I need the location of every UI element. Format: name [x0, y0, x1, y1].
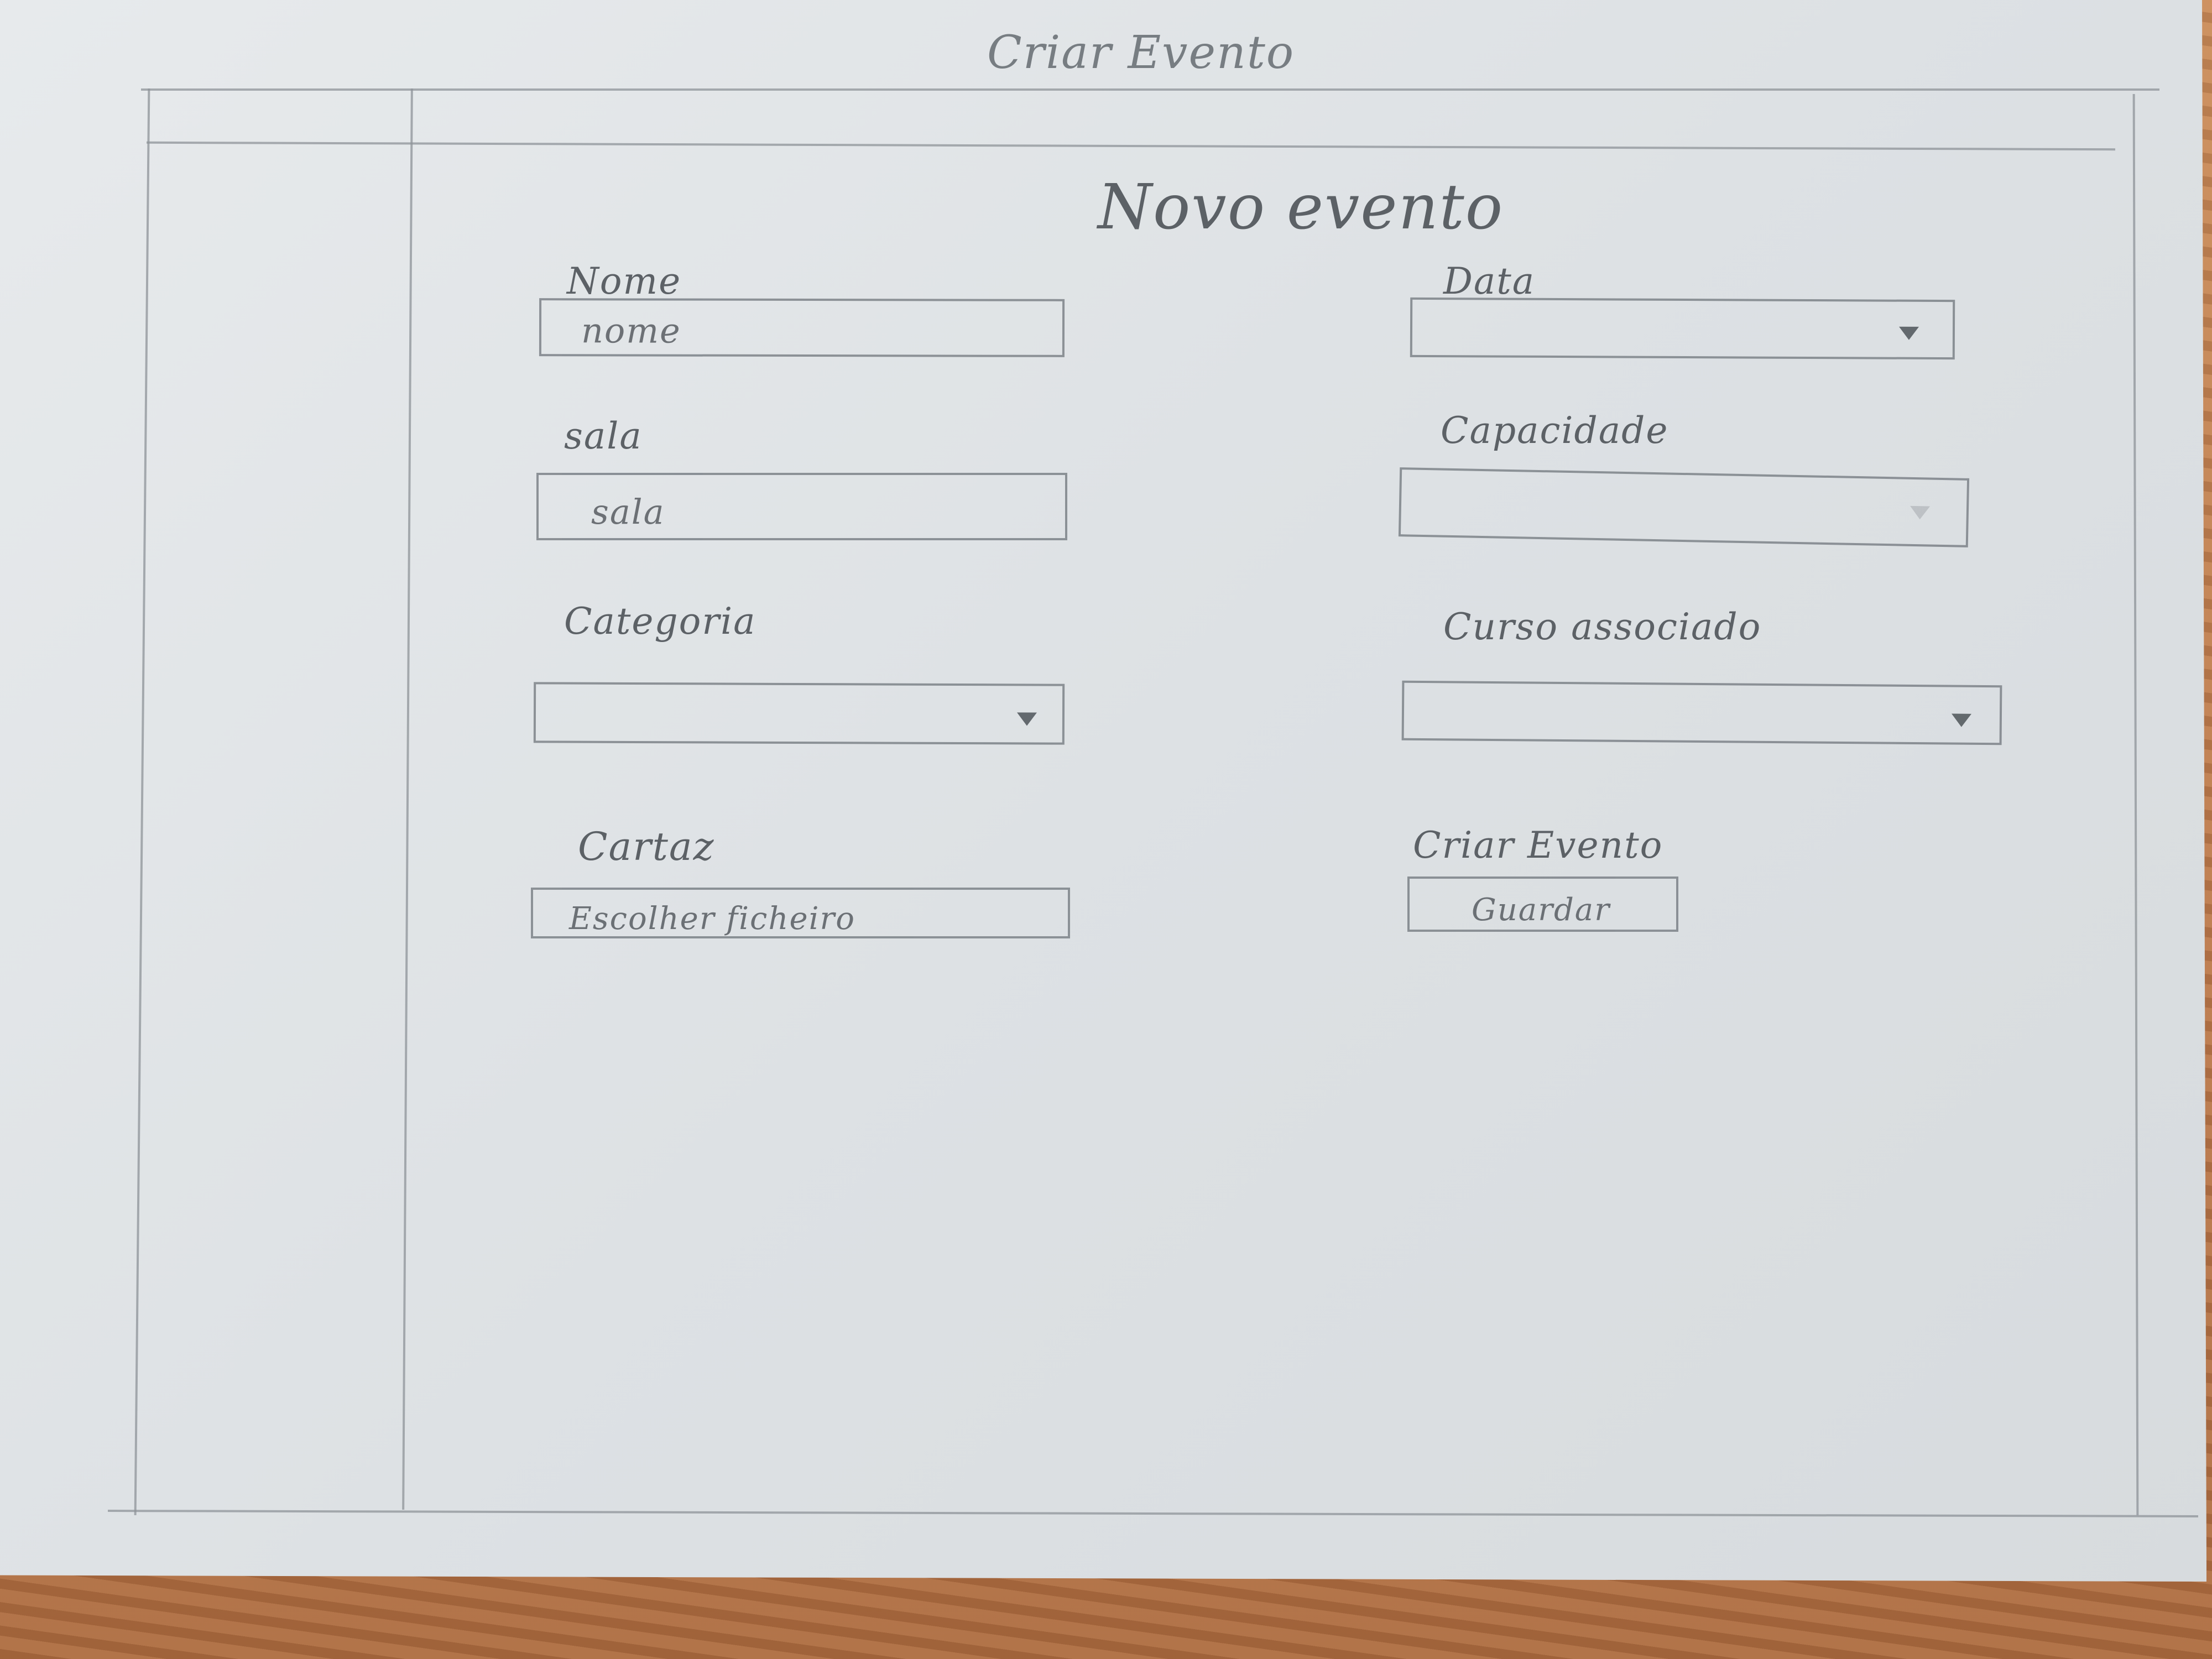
category-select[interactable]	[533, 682, 1065, 745]
course-label: Curso associado	[1443, 606, 1762, 648]
create-event-label: Criar Evento	[1413, 824, 1663, 867]
room-field-value: sala	[591, 492, 665, 532]
name-field-value: nome	[581, 310, 681, 351]
window-title: Criar Evento	[987, 27, 1295, 79]
chevron-down-icon	[1951, 713, 1972, 727]
chevron-down-icon	[1898, 326, 1919, 340]
save-button[interactable]: Guardar	[1407, 877, 1678, 932]
capacity-field[interactable]	[1398, 467, 1970, 547]
capacity-stepper-icon	[1910, 505, 1931, 520]
capacity-label: Capacidade	[1441, 409, 1669, 452]
date-select[interactable]	[1410, 297, 1955, 360]
window-top-border	[141, 88, 2159, 91]
course-select[interactable]	[1401, 680, 2002, 745]
page-title: Novo evento	[1098, 171, 1504, 243]
choose-file-button-label: Escolher ficheiro	[569, 901, 855, 937]
category-label: Categoria	[564, 600, 757, 643]
choose-file-button[interactable]: Escolher ficheiro	[531, 888, 1070, 938]
poster-label: Cartaz	[578, 824, 715, 869]
chevron-down-icon	[1016, 712, 1037, 726]
name-field[interactable]: nome	[539, 298, 1065, 357]
name-label: Nome	[567, 260, 682, 302]
date-label: Data	[1443, 260, 1536, 302]
room-label: sala	[564, 415, 643, 457]
sketch-paper: Criar Evento Novo evento Nome nome Data …	[0, 0, 2206, 1582]
room-field[interactable]: sala	[536, 473, 1067, 540]
save-button-label: Guardar	[1472, 892, 1610, 928]
event-form: Novo evento Nome nome Data sala sala Cap…	[531, 171, 2002, 938]
